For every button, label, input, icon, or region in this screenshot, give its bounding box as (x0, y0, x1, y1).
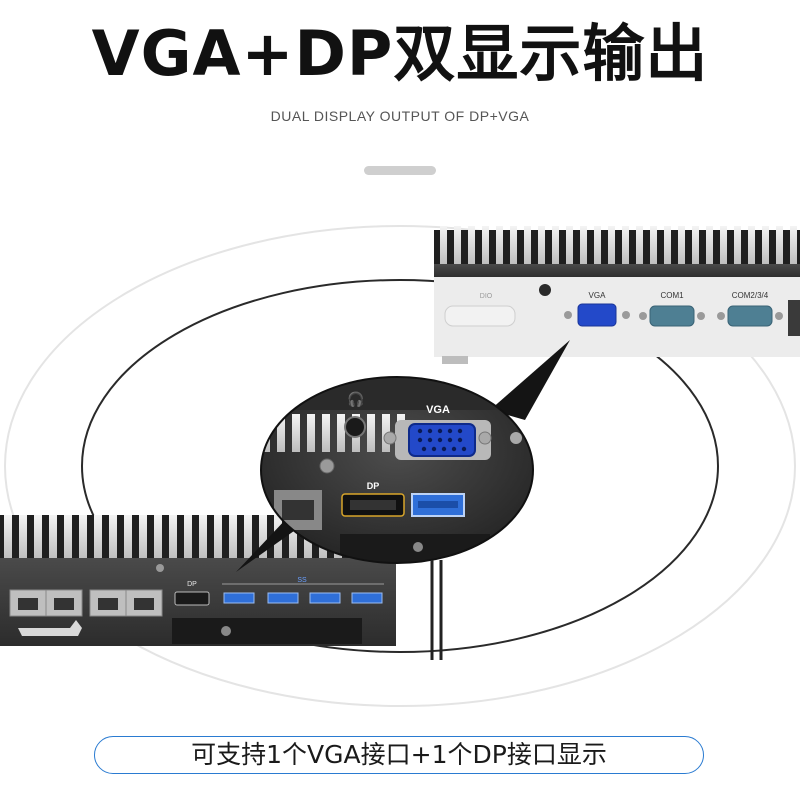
heatsink-fin (139, 515, 147, 560)
back-panel: DIO VGA COM1 COM2/3/4 (434, 226, 800, 364)
com1-port: COM1 (639, 291, 705, 327)
vga-pin (431, 446, 437, 452)
dp-label-large: DP (367, 481, 380, 491)
vga-pin (441, 446, 447, 452)
vga-pin (461, 446, 467, 452)
heatsink-fin (277, 414, 285, 452)
dio-port: DIO (444, 293, 516, 327)
heatsink-fin (454, 226, 461, 266)
heatsink-fin (124, 515, 132, 560)
heatsink-fin (720, 226, 727, 266)
page-title: VGA+DP双显示输出 (91, 17, 709, 90)
vga-pin (457, 437, 463, 443)
vga-pin (417, 428, 423, 434)
com1-label: COM1 (660, 291, 684, 300)
vga-pin (457, 428, 463, 434)
heatsink-fin (169, 515, 177, 560)
heatsink-fin (49, 515, 57, 560)
usb-port-large (411, 493, 465, 517)
heatsink-fin (289, 515, 297, 560)
heatsink-fin (482, 226, 489, 266)
headphone-icon: 🎧 (347, 391, 364, 408)
vga-port-large: VGA (383, 404, 492, 460)
vga-pin (421, 446, 427, 452)
com234-port: COM2/3/4 (717, 291, 783, 327)
zoom-audio-jack (344, 416, 366, 438)
vga-pin (427, 437, 433, 443)
heatsink-fin (214, 515, 222, 560)
audio-jack (539, 284, 551, 296)
heatsink-fin (706, 226, 713, 266)
heatsink-fin (734, 226, 741, 266)
heatsink-fin (594, 226, 601, 266)
front-logo-stripe (18, 620, 82, 636)
heatsink-fin (337, 414, 345, 452)
vga-port-small: VGA (564, 291, 630, 327)
heatsink-fin (64, 515, 72, 560)
vga-label-large: VGA (426, 404, 450, 416)
lan-ports (9, 589, 163, 617)
vga-pin (447, 428, 453, 434)
dp-port-large: DP (341, 481, 405, 517)
dio-label: DIO (480, 293, 493, 300)
heatsink-fin (259, 515, 267, 560)
heatsink-fin (199, 515, 207, 560)
caption-banner: 可支持1个VGA接口+1个DP接口显示 (94, 736, 704, 774)
heatsink-fin (496, 226, 503, 266)
dp-port-small: DP (174, 581, 210, 606)
heatsink-fin (440, 226, 447, 266)
heatsink-fin (307, 414, 315, 452)
heatsink-fin (580, 226, 587, 266)
heatsink-fin (154, 515, 162, 560)
page-subtitle: DUAL DISPLAY OUTPUT OF DP+VGA (270, 108, 530, 124)
usb-ports-small: SS (222, 577, 384, 604)
heatsink-fin (748, 226, 755, 266)
heatsink-fin (292, 414, 300, 452)
heatsink-fin (34, 515, 42, 560)
outer-ring (4, 225, 796, 707)
heatsink-fin (636, 226, 643, 266)
zoom-lens: 🎧 VGA DP (260, 376, 534, 564)
divider-bar (364, 166, 436, 175)
heatsink-fin (650, 226, 657, 266)
heatsink-fin (790, 226, 797, 266)
heatsink-fin (678, 226, 685, 266)
vga-pin (437, 428, 443, 434)
heatsink-fin (229, 515, 237, 560)
heatsink-fin (510, 226, 517, 266)
zoom-screw (319, 458, 335, 474)
heatsink-fin (692, 226, 699, 266)
dp-label-small: DP (187, 581, 197, 588)
zoom-pointer-top (490, 340, 570, 420)
heatsink-fin (524, 226, 531, 266)
heatsink-fin (244, 515, 252, 560)
heatsink-fin (468, 226, 475, 266)
heatsink-fin (622, 226, 629, 266)
com234-label: COM2/3/4 (732, 291, 769, 300)
vga-pin (417, 437, 423, 443)
vga-pin (427, 428, 433, 434)
vga-pin (437, 437, 443, 443)
heatsink-fin (664, 226, 671, 266)
heatsink-fin (322, 414, 330, 452)
heatsink-fin (79, 515, 87, 560)
heatsink-fin (184, 515, 192, 560)
vga-pin (451, 446, 457, 452)
heatsink-fin (94, 515, 102, 560)
heatsink-fin (566, 226, 573, 266)
heatsink-fin (4, 515, 12, 560)
heatsink-fin (19, 515, 27, 560)
heatsink-fin (367, 414, 375, 452)
inner-ring (81, 279, 719, 653)
usb-label-small: SS (297, 577, 307, 584)
heatsink-fin (762, 226, 769, 266)
heatsink-fin (538, 226, 545, 266)
heatsink-fin (109, 515, 117, 560)
vga-label-small: VGA (589, 291, 607, 300)
heatsink-fin (552, 226, 559, 266)
heatsink-fin (776, 226, 783, 266)
heatsink-fin (608, 226, 615, 266)
vga-pin (447, 437, 453, 443)
